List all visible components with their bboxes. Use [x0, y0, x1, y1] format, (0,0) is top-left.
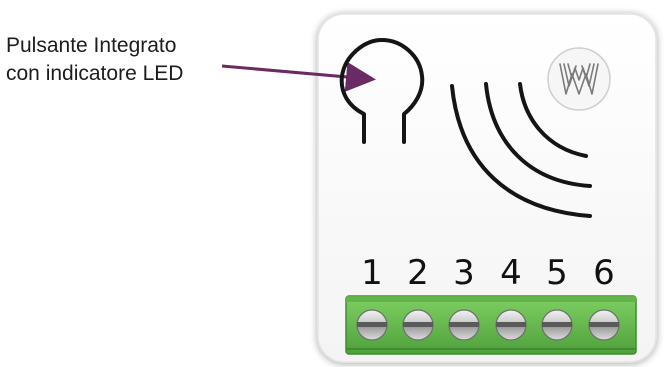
callout-label: Pulsante Integrato con indicatore LED — [6, 32, 183, 88]
callout-line-2: con indicatore LED — [6, 62, 184, 85]
terminal-label-4: 4 — [500, 253, 522, 293]
terminal-screw — [448, 309, 480, 341]
terminal-labels: 1 2 3 4 5 6 — [361, 253, 615, 293]
terminal-screw — [356, 309, 388, 341]
callout-line-1: Pulsante Integrato — [6, 34, 177, 57]
terminal-screw — [402, 309, 434, 341]
terminal-label-3: 3 — [453, 253, 475, 293]
terminal-label-5: 5 — [546, 253, 568, 293]
push-button-icon — [339, 38, 425, 144]
brand-logo-icon — [547, 47, 611, 111]
terminal-screw — [541, 309, 573, 341]
terminal-label-1: 1 — [361, 253, 383, 293]
callout-arrow — [221, 61, 376, 92]
terminal-label-6: 6 — [593, 253, 615, 293]
terminal-screw — [495, 309, 527, 341]
terminal-screw — [588, 309, 620, 341]
terminal-block — [345, 295, 637, 355]
wireless-signal-icon — [450, 82, 592, 218]
terminal-label-2: 2 — [407, 253, 429, 293]
